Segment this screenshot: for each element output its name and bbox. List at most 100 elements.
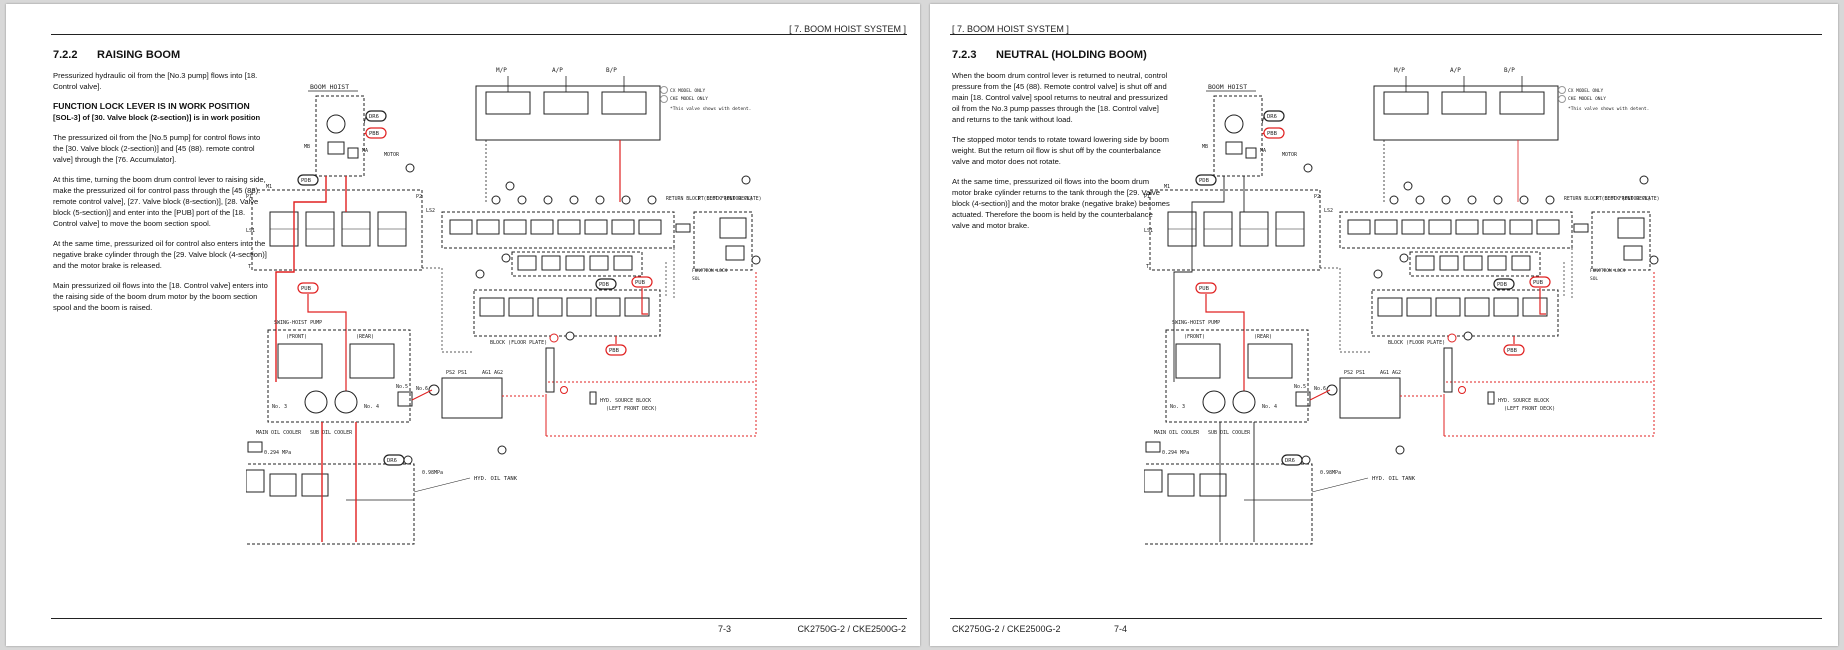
solenoid-valve <box>557 219 581 235</box>
callout-circle <box>1415 195 1425 205</box>
p1-label: P1 <box>1144 194 1150 200</box>
pub-port-label-outline <box>1529 276 1551 288</box>
m1-label: M1 <box>1164 184 1170 190</box>
ma-port-label: MA <box>1260 148 1266 154</box>
pbb-control-line <box>1261 132 1265 135</box>
callout-circle <box>1458 386 1466 394</box>
solenoid-valve <box>566 297 592 317</box>
pub-port-label: PUB <box>301 286 312 292</box>
cke-model-note: CKE MODEL ONLY <box>670 96 708 102</box>
pilot-valve <box>1441 91 1487 115</box>
drain-line <box>422 267 474 353</box>
boom-hoist-frame <box>1213 95 1263 177</box>
motor-label: MOTOR <box>384 152 400 158</box>
callout-circle <box>560 386 568 394</box>
footer-rule <box>950 618 1822 619</box>
no4-label: No. 4 <box>364 404 379 410</box>
relief-valve <box>247 441 263 453</box>
mp-valve-label: M/P <box>1394 67 1405 74</box>
pub-port-label-outline <box>631 276 653 288</box>
motor-label: MOTOR <box>1282 152 1298 158</box>
no3-label: No. 3 <box>1170 404 1185 410</box>
p2-label: P2 <box>416 194 422 200</box>
solenoid-valve <box>1428 219 1452 235</box>
accumulator-callout <box>549 333 559 343</box>
cooler-element <box>1167 473 1195 497</box>
pub-control-line <box>307 294 347 392</box>
pub-control-line <box>641 288 648 315</box>
valve-block-5-section <box>511 251 643 277</box>
solenoid-valve <box>624 297 650 317</box>
solenoid-valve <box>1406 297 1432 317</box>
sol-label: SOL <box>692 276 700 282</box>
footer-model: CK2750G-2 / CKE2500G-2 <box>952 624 1061 634</box>
solenoid-valve <box>541 255 561 271</box>
section-heading: RAISING BOOM <box>97 49 181 61</box>
p1-label: P1 <box>246 194 252 200</box>
callout-circle <box>1441 195 1451 205</box>
solenoid-valve <box>1464 297 1490 317</box>
pub-port-label: PUB <box>635 280 646 286</box>
mb-port-label: MB <box>1202 144 1208 150</box>
solenoid-valve <box>611 219 635 235</box>
hyd-oil-tank-label: HYD. OIL TANK <box>1372 476 1416 482</box>
return-block-label: RETURN BLOCK (LEFT FRONT DECK) <box>1564 196 1651 202</box>
pump-no3-symbol <box>304 390 328 414</box>
solenoid-valve <box>508 297 534 317</box>
relief-pressure-label: 0.294 MPa <box>264 450 291 456</box>
solenoid-valve <box>1415 255 1435 271</box>
pump-no4-symbol <box>1232 390 1256 414</box>
section-heading: NEUTRAL (HOLDING BOOM) <box>996 49 1147 61</box>
pilot-valve <box>1383 91 1429 115</box>
p2-label: P2 <box>1314 194 1320 200</box>
block-floor-plate-label: BLOCK (FLOOR PLATE) <box>1388 340 1445 346</box>
page-header: [ 7. BOOM HOIST SYSTEM ] <box>952 24 1069 34</box>
pbb-port-label: PBB <box>1267 131 1278 137</box>
relief-pressure-label: 0.294 MPa <box>1162 450 1189 456</box>
ls2-label: LS2 <box>1324 208 1333 214</box>
pilot-pressure-line <box>1400 292 1655 437</box>
callout-circle <box>1303 163 1313 173</box>
valve-block-5-section <box>1409 251 1541 277</box>
pt-block-label: PT BLOCK (FLOOR PLATE) <box>698 196 762 202</box>
solenoid-valve <box>638 219 662 235</box>
rear-label: (REAR) <box>356 334 374 340</box>
callout-circle <box>1463 331 1473 341</box>
body-text: Pressurized hydraulic oil from the [No.3… <box>53 70 271 322</box>
solenoid-valve <box>503 219 527 235</box>
hyd-source-manifold <box>1339 377 1401 419</box>
swing-hoist-pump-label: SWING-HOIST PUMP <box>1172 320 1220 326</box>
pub-control-line <box>1539 288 1546 315</box>
hoist-motor-symbol <box>1224 114 1244 134</box>
callout-circle <box>595 195 605 205</box>
solenoid-valve <box>1439 255 1459 271</box>
filter <box>589 391 597 405</box>
solenoid-valve <box>449 219 473 235</box>
callout-circle <box>741 175 751 185</box>
counterbalance-valve <box>327 141 345 155</box>
sol-block <box>719 217 747 239</box>
solenoid-valve <box>1374 219 1398 235</box>
pub-port-label: PUB <box>1533 280 1544 286</box>
solenoid-valve <box>1482 219 1506 235</box>
function-lock-valve <box>725 245 745 261</box>
pt-block-frame <box>693 211 753 271</box>
callout-circle <box>405 163 415 173</box>
check-valve-symbol <box>428 384 440 396</box>
solenoid-valve <box>595 297 621 317</box>
solenoid-valve <box>1377 297 1403 317</box>
relief-valve <box>1145 441 1161 453</box>
header-rule <box>950 34 1822 35</box>
hyd-source-block-label: HYD. SOURCE BLOCK <box>600 398 651 404</box>
rear-label: (REAR) <box>1254 334 1272 340</box>
pt-block-label: PT BLOCK (FLOOR PLATE) <box>1596 196 1660 202</box>
solenoid-valve <box>1463 255 1483 271</box>
pub-port-label-outline <box>297 282 319 294</box>
pub-port-label: PUB <box>1199 286 1210 292</box>
suction-line <box>321 422 357 542</box>
pbb-port-label: PBB <box>1507 348 1518 354</box>
pdb-port-label: PDB <box>599 282 610 288</box>
